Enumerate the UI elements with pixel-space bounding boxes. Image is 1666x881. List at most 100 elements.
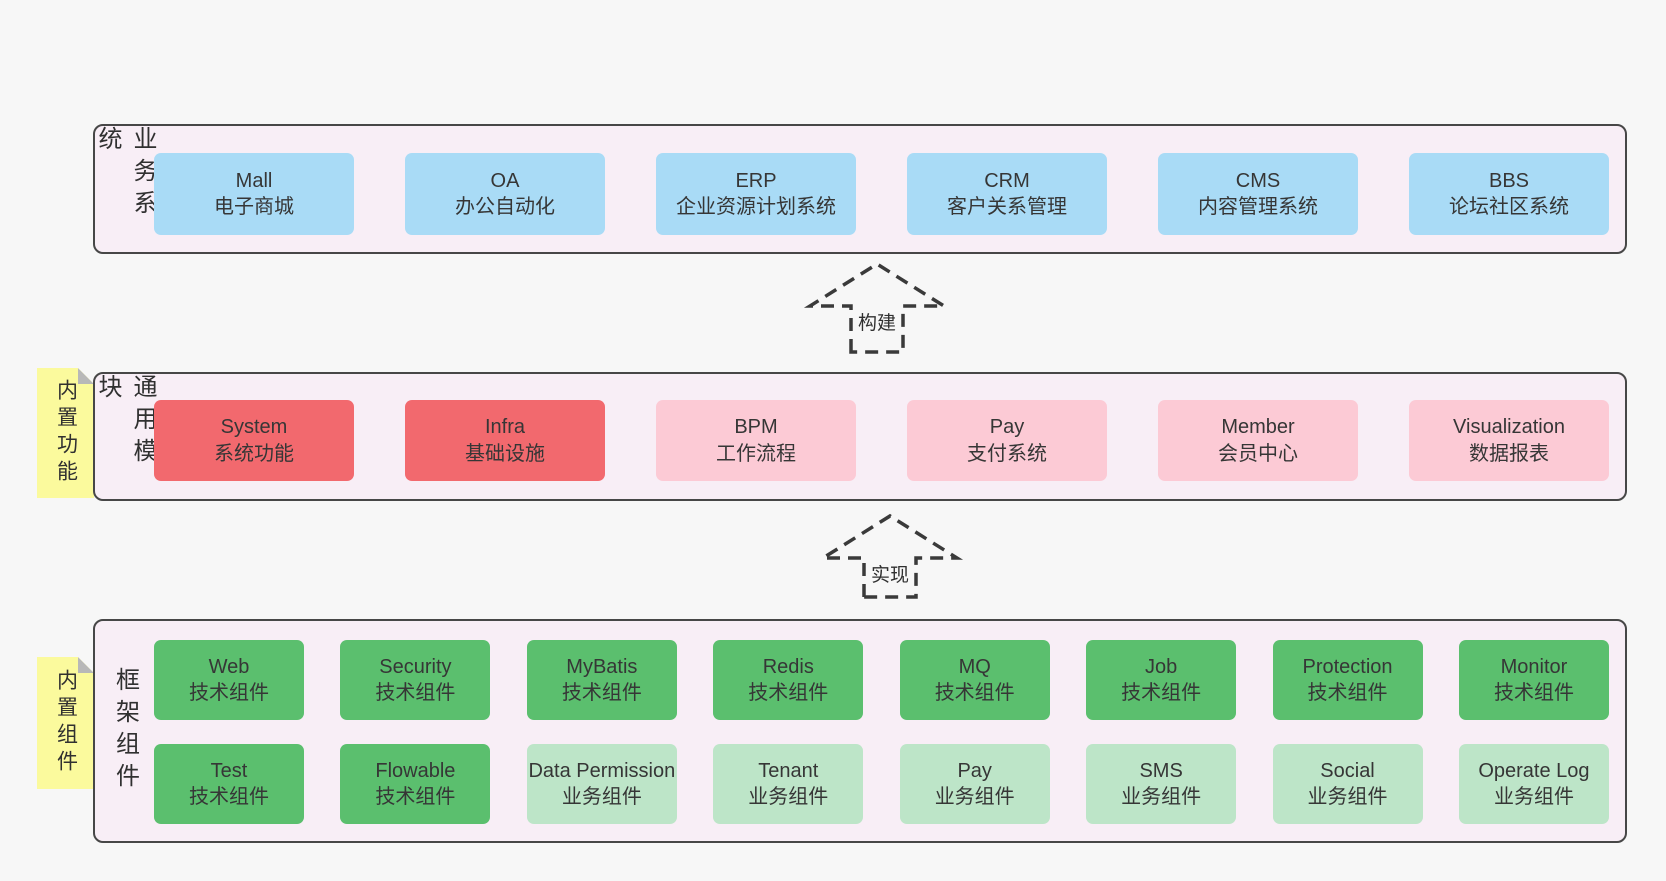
module-subtitle: 技术组件 [189,682,269,704]
module-title: SMS [1139,759,1183,782]
module-subtitle: 基础设施 [465,442,545,465]
arrow-up-build: 构建 [802,260,952,355]
module-title: BBS [1488,169,1530,192]
module-box-system: System 系统功能 [154,400,354,481]
module-box-oa: OA 办公自动化 [405,153,605,235]
dashed-up-arrow-shape [803,261,951,354]
module-title: Web [208,655,250,678]
sticky-note-framework-components: 内置组件 [37,657,94,789]
module-box-test: Test 技术组件 [154,744,304,824]
module-subtitle: 技术组件 [1121,682,1202,704]
module-title: Infra [484,416,526,439]
module-title: Pay [989,416,1025,439]
module-title: CRM [984,169,1030,192]
module-box-pay: Pay 业务组件 [899,744,1050,824]
module-title: Protection [1302,655,1393,678]
module-subtitle: 企业资源计划系统 [676,196,836,218]
band-framework-components: 框架组件 Web 技术组件 Security 技术组件 MyBatis 技术组件 Redis 技… [93,619,1627,843]
module-box-mall: Mall 电子商城 [154,153,354,235]
module-subtitle: 业务组件 [1121,786,1202,808]
arrow-label: 实现 [867,560,913,587]
module-title: Monitor [1500,655,1568,678]
module-title: Job [1144,655,1178,678]
module-box-erp: ERP 企业资源计划系统 [656,153,856,235]
module-subtitle: 业务组件 [561,786,642,808]
module-box-monitor: Monitor 技术组件 [1458,640,1609,720]
module-title: Visualization [1453,416,1565,439]
module-title: OA [490,169,520,192]
module-subtitle: 业务组件 [1307,786,1388,808]
module-title: System [220,416,288,439]
module-subtitle: 业务组件 [748,786,829,808]
sticky-note-common-modules: 内置功能 [37,368,94,498]
module-subtitle: 电子商城 [214,196,294,218]
band-label: 通用模块 [94,374,156,470]
dashed-up-arrow-shape [816,513,964,599]
module-title: Data Permission [528,759,676,782]
band-label: 业务系统 [94,126,156,222]
module-box-data-permission: Data Permission 业务组件 [526,744,677,824]
module-box-mybatis: MyBatis 技术组件 [526,640,677,720]
arrow-up-implement: 实现 [815,512,965,600]
module-box-redis: Redis 技术组件 [713,640,864,720]
module-box-web: Web 技术组件 [154,640,304,720]
module-box-bpm: BPM 工作流程 [656,400,856,481]
module-box-sms: SMS 业务组件 [1086,744,1237,824]
sticky-note-label: 内置组件 [54,669,78,777]
module-subtitle: 系统功能 [214,442,294,465]
module-subtitle: 论坛社区系统 [1449,196,1569,218]
module-title: Mall [235,169,273,192]
module-box-cms: CMS 内容管理系统 [1158,153,1358,235]
module-title: Test [210,759,248,782]
module-subtitle: 技术组件 [1307,682,1388,704]
module-title: BPM [734,416,778,439]
module-box-bbs: BBS 论坛社区系统 [1409,153,1609,235]
module-title: Redis [762,655,814,678]
band-label: 框架组件 [111,667,139,795]
module-title: Member [1221,416,1295,439]
module-box-protection: Protection 技术组件 [1272,640,1423,720]
module-subtitle: 业务组件 [934,786,1015,808]
band-common-modules: 通用模块 System 系统功能 Infra 基础设施 BPM 工作流程 Pay 支付系统 Mem… [93,372,1627,501]
module-subtitle: 会员中心 [1218,442,1298,465]
module-box-security: Security 技术组件 [340,640,491,720]
module-title: MyBatis [566,655,638,678]
module-subtitle: 技术组件 [375,786,456,808]
module-box-social: Social 业务组件 [1272,744,1423,824]
module-subtitle: 技术组件 [1493,682,1574,704]
module-title: MQ [958,655,991,678]
module-subtitle: 工作流程 [716,442,796,465]
module-box-pay: Pay 支付系统 [907,400,1107,481]
module-box-job: Job 技术组件 [1086,640,1237,720]
module-subtitle: 内容管理系统 [1198,196,1318,218]
module-subtitle: 客户关系管理 [947,196,1067,218]
module-box-tenant: Tenant 业务组件 [713,744,864,824]
module-box-infra: Infra 基础设施 [405,400,605,481]
module-subtitle: 技术组件 [561,682,642,704]
module-subtitle: 数据报表 [1469,442,1549,465]
module-title: CMS [1235,169,1281,192]
module-title: Security [379,655,452,678]
module-title: Pay [957,759,992,782]
module-row: System 系统功能 Infra 基础设施 BPM 工作流程 Pay 支付系统 Member 会… [154,400,1609,481]
module-subtitle: 办公自动化 [455,196,555,218]
module-title: Social [1320,759,1375,782]
arrow-label: 构建 [854,308,900,335]
module-box-visualization: Visualization 数据报表 [1409,400,1609,481]
module-subtitle: 技术组件 [748,682,829,704]
module-subtitle: 支付系统 [967,442,1047,465]
module-box-crm: CRM 客户关系管理 [907,153,1107,235]
module-subtitle: 技术组件 [375,682,456,704]
module-box-mq: MQ 技术组件 [899,640,1050,720]
sticky-note-label: 内置功能 [54,379,78,487]
module-subtitle: 技术组件 [934,682,1015,704]
module-title: Operate Log [1478,759,1590,782]
module-title: ERP [735,169,777,192]
module-title: Tenant [758,759,819,782]
module-subtitle: 技术组件 [189,786,269,808]
